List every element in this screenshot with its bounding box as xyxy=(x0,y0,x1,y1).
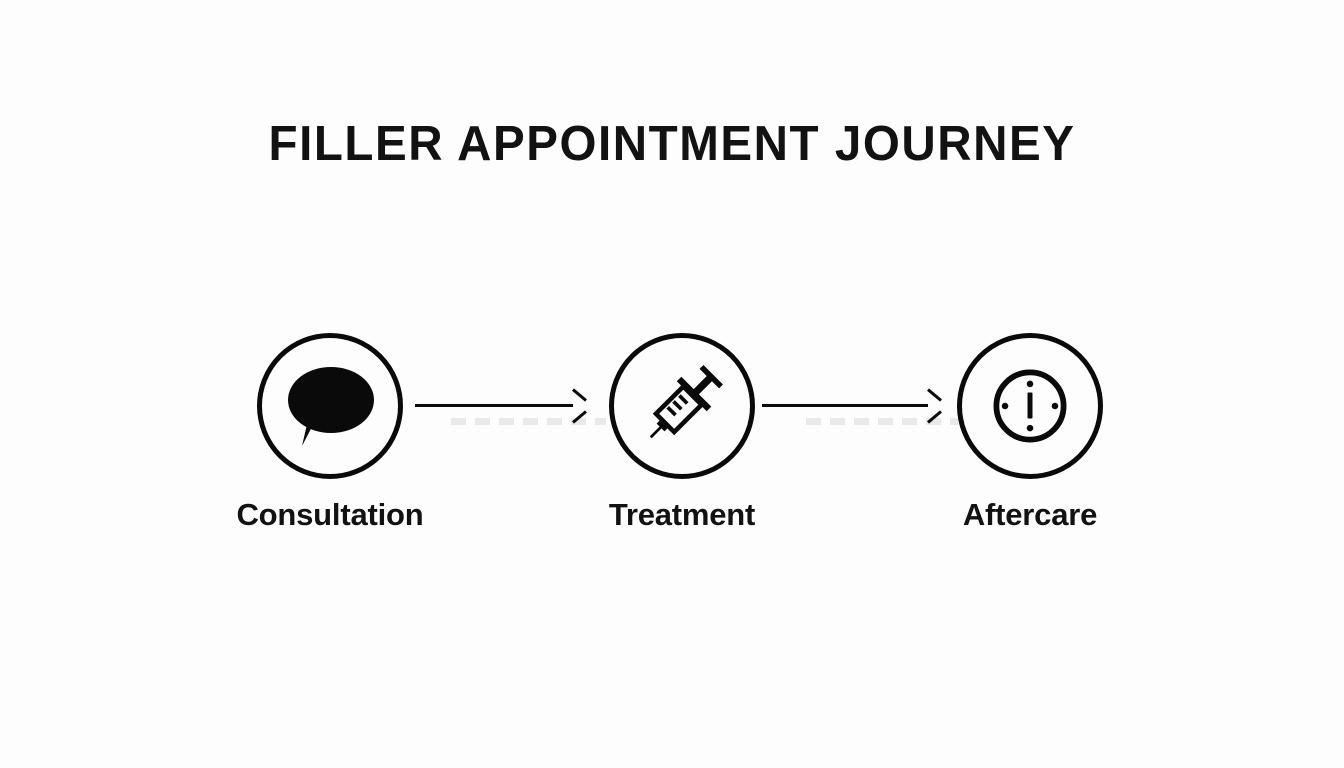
connector-ghost-dashes xyxy=(806,418,958,425)
step-circle-outline xyxy=(609,333,755,479)
step-label-treatment: Treatment xyxy=(608,497,756,532)
step-circle-outline xyxy=(957,333,1103,479)
journey-step-aftercare[interactable] xyxy=(950,333,1110,493)
connector-line xyxy=(762,404,928,407)
journey-flow xyxy=(0,333,1344,493)
journey-step-consultation[interactable] xyxy=(250,333,410,493)
arrow-right-icon xyxy=(567,395,589,417)
arrow-right-icon xyxy=(922,395,944,417)
connector-treatment-to-aftercare xyxy=(762,333,958,493)
step-circle-outline xyxy=(257,333,403,479)
page-title: FILLER APPOINTMENT JOURNEY xyxy=(268,117,1076,171)
connector-consultation-to-treatment xyxy=(415,333,606,493)
step-label-consultation: Consultation xyxy=(236,497,424,532)
info-circle-icon xyxy=(957,333,1103,479)
syringe-icon xyxy=(609,333,755,479)
connector-ghost-dashes xyxy=(451,418,606,425)
journey-step-treatment[interactable] xyxy=(602,333,762,493)
speech-bubble-icon xyxy=(257,333,403,479)
step-label-aftercare: Aftercare xyxy=(962,497,1098,532)
connector-line xyxy=(415,404,573,407)
